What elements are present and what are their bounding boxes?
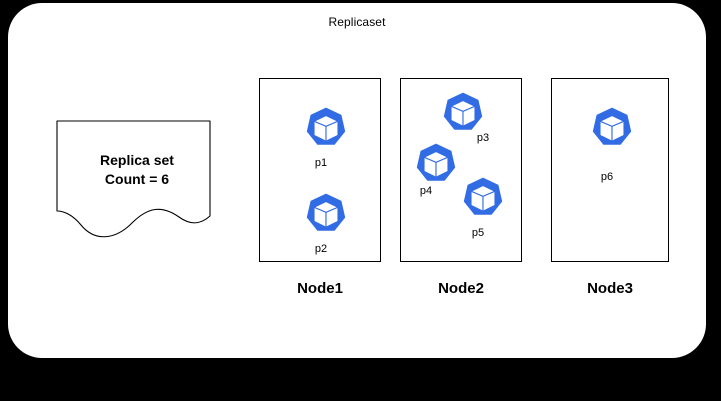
node-label-node3: Node3: [587, 280, 633, 297]
pod-label: p2: [314, 243, 328, 255]
kubernetes-pod-icon[interactable]: [302, 191, 350, 239]
kubernetes-pod-icon[interactable]: [412, 141, 460, 189]
pod-label: p1: [314, 157, 328, 169]
pod-label: p4: [419, 185, 433, 197]
replica-set-note-text: Replica set Count = 6: [100, 152, 174, 187]
kubernetes-pod-icon[interactable]: [439, 90, 487, 138]
node-label-node1: Node1: [297, 280, 343, 297]
kubernetes-pod-icon[interactable]: [459, 175, 507, 223]
kubernetes-pod-icon[interactable]: [302, 105, 350, 153]
pod-label: p3: [476, 132, 490, 144]
replicaset-title: Replicaset: [328, 15, 386, 29]
kubernetes-pod-icon[interactable]: [588, 105, 636, 153]
note-shape-icon: [56, 120, 211, 238]
node-box[interactable]: p1 p2: [259, 78, 381, 262]
node-box[interactable]: p3 p4 p5: [400, 78, 522, 262]
pod-label: p5: [471, 227, 485, 239]
pod-label: p6: [600, 171, 614, 183]
node-label-node2: Node2: [438, 280, 484, 297]
node-box[interactable]: p6: [551, 78, 669, 262]
replica-set-note: Replica set Count = 6: [48, 113, 223, 243]
